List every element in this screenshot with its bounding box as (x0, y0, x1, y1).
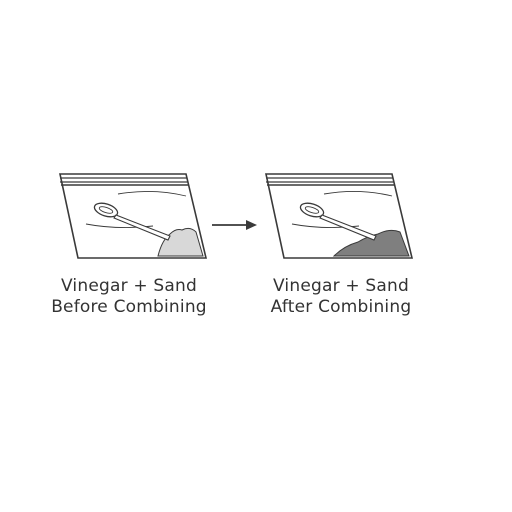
vinegar-curve (323, 190, 393, 197)
bag-before (58, 170, 210, 262)
caption-after: Vinegar + Sand After Combining (246, 276, 436, 318)
caption-line-1: Vinegar + Sand (60, 276, 198, 296)
zip-bag-icon (59, 173, 208, 259)
vinegar-curve (117, 190, 187, 197)
right-arrow-icon (210, 216, 260, 232)
caption-line-2: After Combining (270, 297, 412, 317)
spoon-icon (299, 202, 377, 241)
caption-before: Vinegar + Sand Before Combining (34, 276, 224, 318)
caption-line-2: Before Combining (51, 297, 207, 317)
bag-after (264, 170, 416, 262)
caption-line-1: Vinegar + Sand (272, 276, 410, 296)
spoon-icon (93, 202, 171, 241)
zip-bag-icon (265, 173, 414, 259)
